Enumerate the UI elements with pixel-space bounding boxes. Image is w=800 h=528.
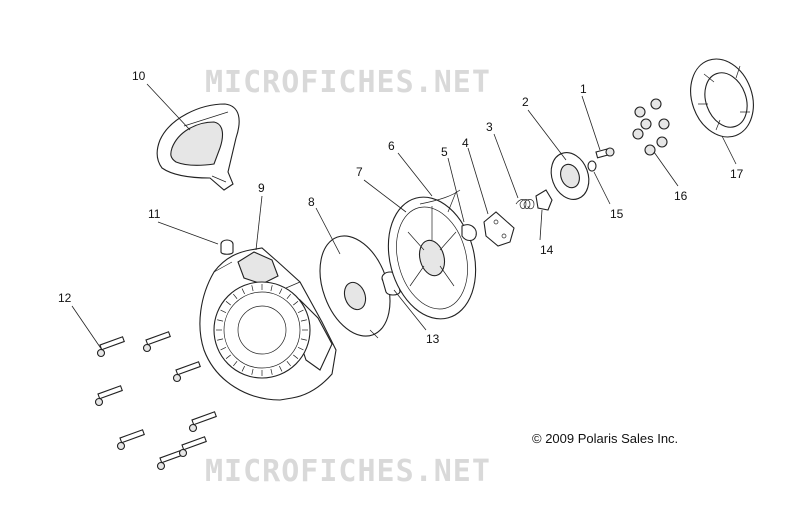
part-4-pawl: [483, 211, 515, 247]
part-6-rope: [419, 189, 461, 205]
housing-vent-slot: [220, 309, 227, 313]
callout-14: 14: [540, 243, 554, 257]
part-5-clip: [461, 224, 477, 242]
part-8-spring-disc: [319, 235, 391, 339]
copyright-text: © 2009 Polaris Sales Inc.: [532, 431, 678, 446]
housing-vent-slot: [270, 368, 273, 375]
housing-vent-slot: [233, 293, 238, 299]
housing-vent-slot: [217, 338, 224, 341]
callout-11: 11: [148, 207, 161, 221]
callout-15: 15: [610, 207, 624, 221]
watermark-bottom: MICROFICHES.NET: [205, 454, 491, 489]
leader-lines: [71, 83, 737, 351]
callout-16: 16: [674, 189, 688, 203]
housing-vent-slot: [225, 301, 231, 306]
callout-10: 10: [132, 69, 146, 83]
part-2-friction-plate: [550, 152, 590, 200]
housing-vent-slot: [300, 338, 307, 341]
callout-6: 6: [388, 139, 395, 153]
part-14-retainer: [535, 189, 553, 211]
part-12-bolts: [94, 331, 217, 471]
part-17-drive-cup: [690, 58, 754, 138]
part-3-spring: [515, 199, 535, 210]
part-16-nuts: [632, 98, 670, 156]
callout-9: 9: [258, 181, 265, 195]
part-1-bolt: [595, 147, 615, 159]
housing-vent-slot: [297, 347, 304, 351]
callout-17: 17: [730, 167, 744, 181]
housing-vent-slot: [286, 293, 291, 299]
housing-vent-slot: [217, 319, 224, 322]
housing-vent-slot: [241, 365, 245, 372]
housing-vent-slot: [279, 288, 283, 295]
housing-vent-slot: [297, 309, 304, 313]
part-15-washer: [587, 160, 597, 172]
callout-13: 13: [426, 332, 440, 346]
part-11-plug: [220, 239, 234, 255]
callout-1: 1: [580, 82, 587, 96]
part-10-handle: [156, 103, 240, 191]
housing-vent-slot: [225, 354, 231, 359]
housing-vent-slot: [251, 368, 254, 375]
callout-8: 8: [308, 195, 315, 209]
housing-vent-slot: [251, 285, 254, 292]
callout-4: 4: [462, 136, 469, 150]
callout-5: 5: [441, 145, 448, 159]
callout-labels: 1 2 3 4 5 6 7 8 9 10 11 12 13 14 15 16 1…: [58, 69, 744, 346]
housing-vent-slot: [286, 361, 291, 367]
part-9-housing: [199, 247, 337, 401]
housing-vent-slot: [293, 301, 299, 306]
callout-2: 2: [522, 95, 529, 109]
housing-vent-slot: [270, 285, 273, 292]
callout-3: 3: [486, 120, 493, 134]
callout-7: 7: [356, 165, 363, 179]
housing-vent-slot: [293, 354, 299, 359]
housing-vent-slot: [300, 319, 307, 322]
housing-vent-slot: [233, 361, 238, 367]
housing-vent-slot: [220, 347, 227, 351]
housing-vent-slot: [241, 288, 245, 295]
callout-12: 12: [58, 291, 72, 305]
housing-vent-slot: [279, 365, 283, 372]
watermark-top: MICROFICHES.NET: [205, 65, 491, 100]
part-7-pulley: [387, 191, 477, 320]
